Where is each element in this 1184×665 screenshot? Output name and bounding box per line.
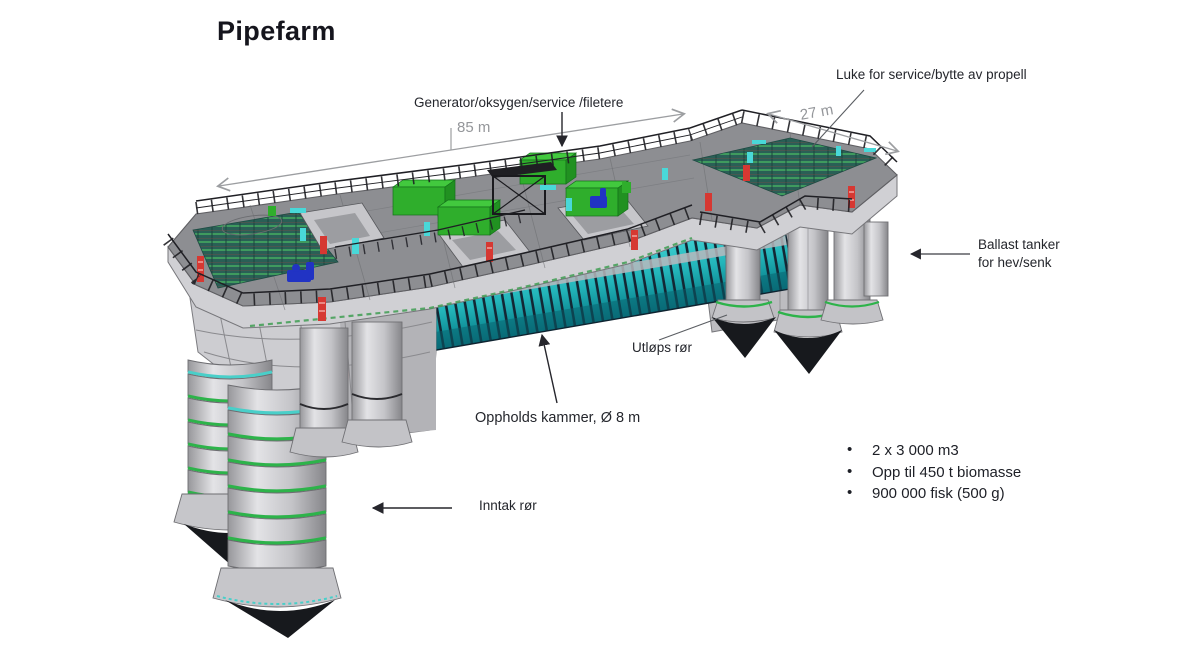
oppholds-arrow <box>538 333 558 404</box>
spec-item-biomass: Opp til 450 t biomasse <box>845 464 1021 482</box>
dimension-line-27m <box>766 109 900 156</box>
dimension-label-85m: 85 m <box>457 119 491 136</box>
deck-circle-marking <box>221 214 283 236</box>
column-flare <box>212 567 342 608</box>
outlet-cone-left <box>712 317 776 358</box>
intake-cone-front <box>225 600 335 638</box>
label-generator: Generator/oksygen/service /filetere <box>414 95 624 110</box>
blue-valve-manifold <box>287 188 607 282</box>
luke-leader-line <box>811 89 865 148</box>
spec-item-fish-count: 900 000 fisk (500 g) <box>845 485 1021 503</box>
label-luke: Luke for service/bytte av propell <box>836 67 1027 82</box>
intake-column-front <box>212 384 342 638</box>
label-inntak: Inntak rør <box>479 498 537 513</box>
label-oppholds: Oppholds kammer, Ø 8 m <box>475 410 641 426</box>
spec-item-volume: 2 x 3 000 m3 <box>845 442 1021 460</box>
slide-title: Pipefarm <box>217 16 336 46</box>
label-ballast: Ballast tanker for hev/senk <box>978 236 1060 271</box>
lower-ledge-grating-strip <box>249 236 693 328</box>
mid-support-cylinders <box>289 321 413 458</box>
red-ladder <box>197 165 855 321</box>
spec-list: 2 x 3 000 m3 Opp til 450 t biomasse 900 … <box>845 442 1021 508</box>
label-ballast-line1: Ballast tanker <box>978 237 1060 252</box>
utlops-leader-line <box>658 314 728 341</box>
label-ballast-line2: for hev/senk <box>978 254 1052 270</box>
annotation-arrows <box>215 89 970 514</box>
label-utlops: Utløps rør <box>632 340 692 355</box>
outlet-cone-right <box>774 330 842 374</box>
